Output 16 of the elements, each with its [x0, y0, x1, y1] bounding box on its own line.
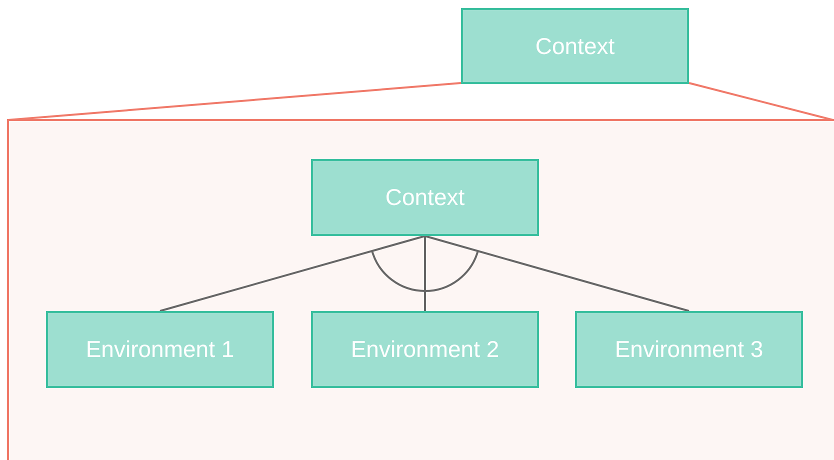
- connector-line: [424, 236, 426, 311]
- box-label: Environment 1: [86, 336, 234, 363]
- box-label: Environment 2: [350, 336, 500, 363]
- zoom-line: [688, 82, 834, 121]
- box-label: Context: [385, 184, 465, 211]
- box-label: Environment 3: [614, 336, 764, 363]
- process-box: [461, 8, 689, 84]
- process-box: [46, 311, 274, 388]
- connector-line: [160, 235, 426, 312]
- process-box: [311, 159, 539, 236]
- connector-line: [424, 235, 690, 312]
- zoom-line: [8, 82, 462, 121]
- process-box: [575, 311, 803, 388]
- box-label: Context: [535, 32, 615, 60]
- process-box: [311, 311, 539, 388]
- zoom-panel: [7, 119, 834, 460]
